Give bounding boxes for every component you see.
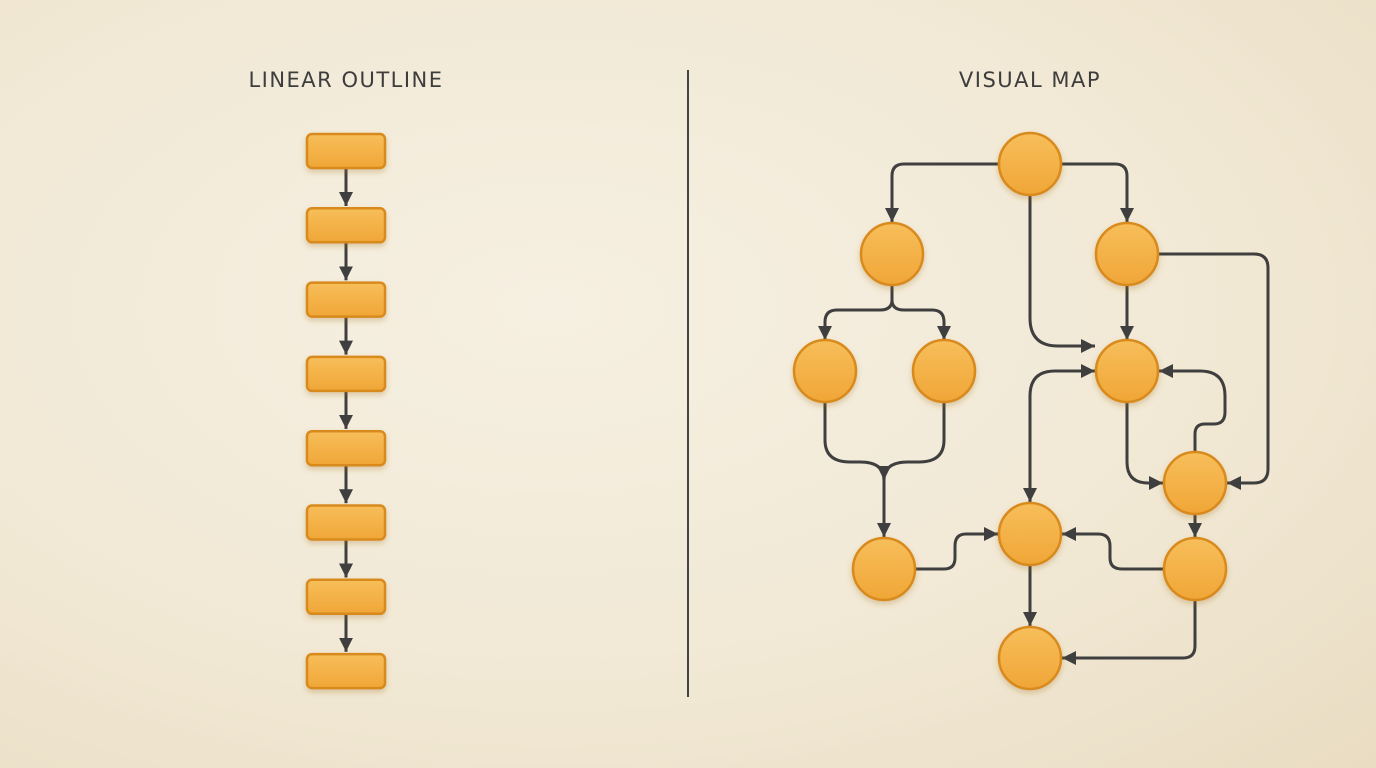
edge-a-to-f	[1028, 196, 1095, 353]
edge-f-to-g	[1125, 403, 1163, 490]
map-node	[859, 221, 925, 287]
map-nodes	[792, 131, 1228, 691]
outline-box	[305, 652, 387, 690]
map-node	[1162, 536, 1228, 602]
map-node	[997, 131, 1063, 197]
outline-box	[305, 429, 387, 467]
edge-i-f-bidirectional	[1023, 364, 1095, 502]
map-node	[1162, 450, 1228, 516]
map-edges	[818, 162, 1270, 665]
map-node	[851, 536, 917, 602]
map-node	[792, 338, 858, 404]
edge-h-to-i	[916, 527, 998, 571]
map-node	[911, 338, 977, 404]
map-node	[1094, 338, 1160, 404]
edge-b-to-e	[890, 299, 951, 340]
linear-outline	[305, 132, 387, 690]
outline-box	[305, 578, 387, 616]
edge-g-to-f	[1159, 364, 1227, 451]
edge-e-to-h	[877, 403, 946, 537]
outline-box	[305, 504, 387, 541]
outline-box	[305, 132, 387, 170]
edge-d-to-h	[823, 403, 891, 481]
map-node	[997, 625, 1063, 691]
outline-box	[305, 281, 387, 318]
outline-box	[305, 207, 387, 244]
map-node	[997, 501, 1063, 567]
edge-c-to-g	[1159, 252, 1270, 490]
edge-b-to-d	[818, 286, 894, 340]
visual-map-title: VISUAL MAP	[958, 68, 1102, 92]
edge-j-to-i	[1062, 527, 1163, 571]
linear-outline-title: LINEAR OUTLINE	[248, 68, 444, 92]
map-node	[1094, 221, 1160, 287]
edge-a-to-b	[885, 162, 998, 222]
outline-box	[305, 355, 387, 393]
edge-a-to-c	[1062, 162, 1134, 222]
edge-j-to-k	[1062, 601, 1197, 665]
